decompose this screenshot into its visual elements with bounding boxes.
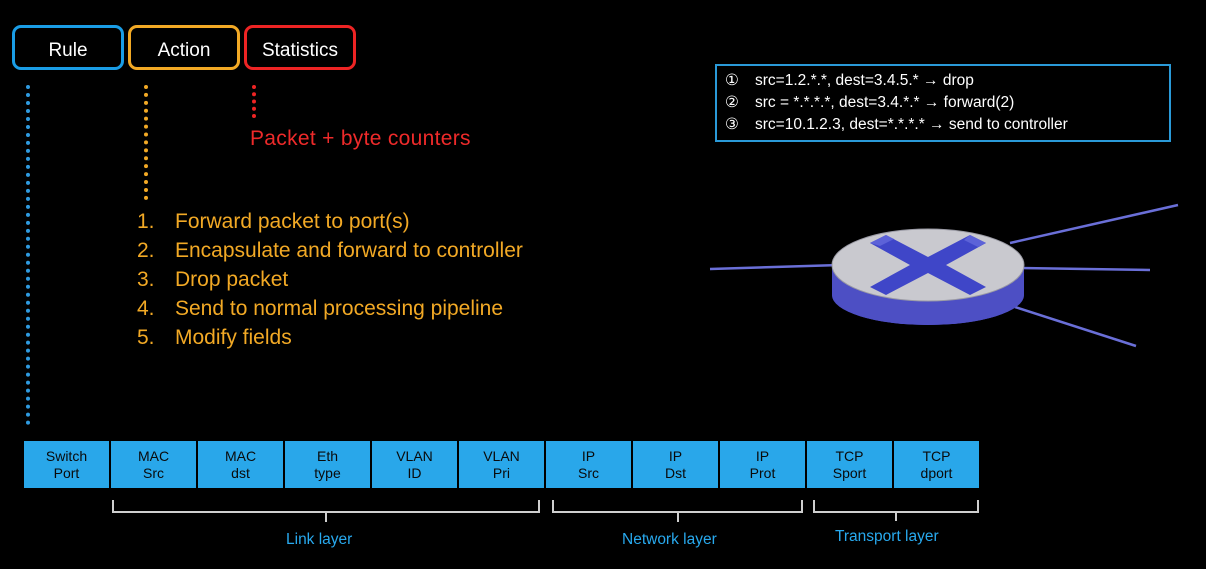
link-line [1014, 305, 1137, 348]
action-item: 4.Send to normal processing pipeline [137, 297, 504, 320]
action-item: 2.Encapsulate and forward to controller [137, 239, 523, 262]
field-vlan-pri: VLAN Pri [459, 441, 544, 488]
action-list: 1.Forward packet to port(s) 2.Encapsulat… [137, 207, 523, 352]
network-layer-bracket [552, 500, 803, 522]
field-ip-prot: IP Prot [720, 441, 805, 488]
rule-tag: Rule [12, 25, 124, 70]
statistics-connector [252, 85, 256, 118]
flow-table-header: Switch Port MAC Src MAC dst Eth type VLA… [24, 441, 981, 488]
transport-layer-label: Transport layer [835, 528, 939, 545]
action-connector [144, 85, 148, 200]
field-vlan-id: VLAN ID [372, 441, 457, 488]
field-tcp-dport: TCP dport [894, 441, 979, 488]
field-eth-type: Eth type [285, 441, 370, 488]
rule-connector [26, 85, 30, 425]
link-line [709, 263, 841, 271]
link-layer-bracket [112, 500, 540, 522]
field-ip-dst: IP Dst [633, 441, 718, 488]
link-line [1009, 203, 1179, 245]
switch-cross-arrows [870, 235, 986, 295]
field-tcp-sport: TCP Sport [807, 441, 892, 488]
statistics-tag: Statistics [244, 25, 356, 70]
field-mac-dst: MAC dst [198, 441, 283, 488]
field-ip-src: IP Src [546, 441, 631, 488]
link-line [1019, 266, 1151, 272]
network-layer-label: Network layer [622, 531, 717, 548]
action-item: 3.Drop packet [137, 268, 289, 291]
openflow-switch-icon [709, 203, 1179, 348]
statistics-description: Packet + byte counters [250, 127, 471, 150]
transport-layer-bracket [813, 500, 979, 521]
action-tag: Action [128, 25, 240, 70]
field-switch-port: Switch Port [24, 441, 109, 488]
action-item: 1.Forward packet to port(s) [137, 210, 410, 233]
link-layer-label: Link layer [286, 531, 353, 548]
action-item: 5.Modify fields [137, 326, 292, 349]
field-mac-src: MAC Src [111, 441, 196, 488]
